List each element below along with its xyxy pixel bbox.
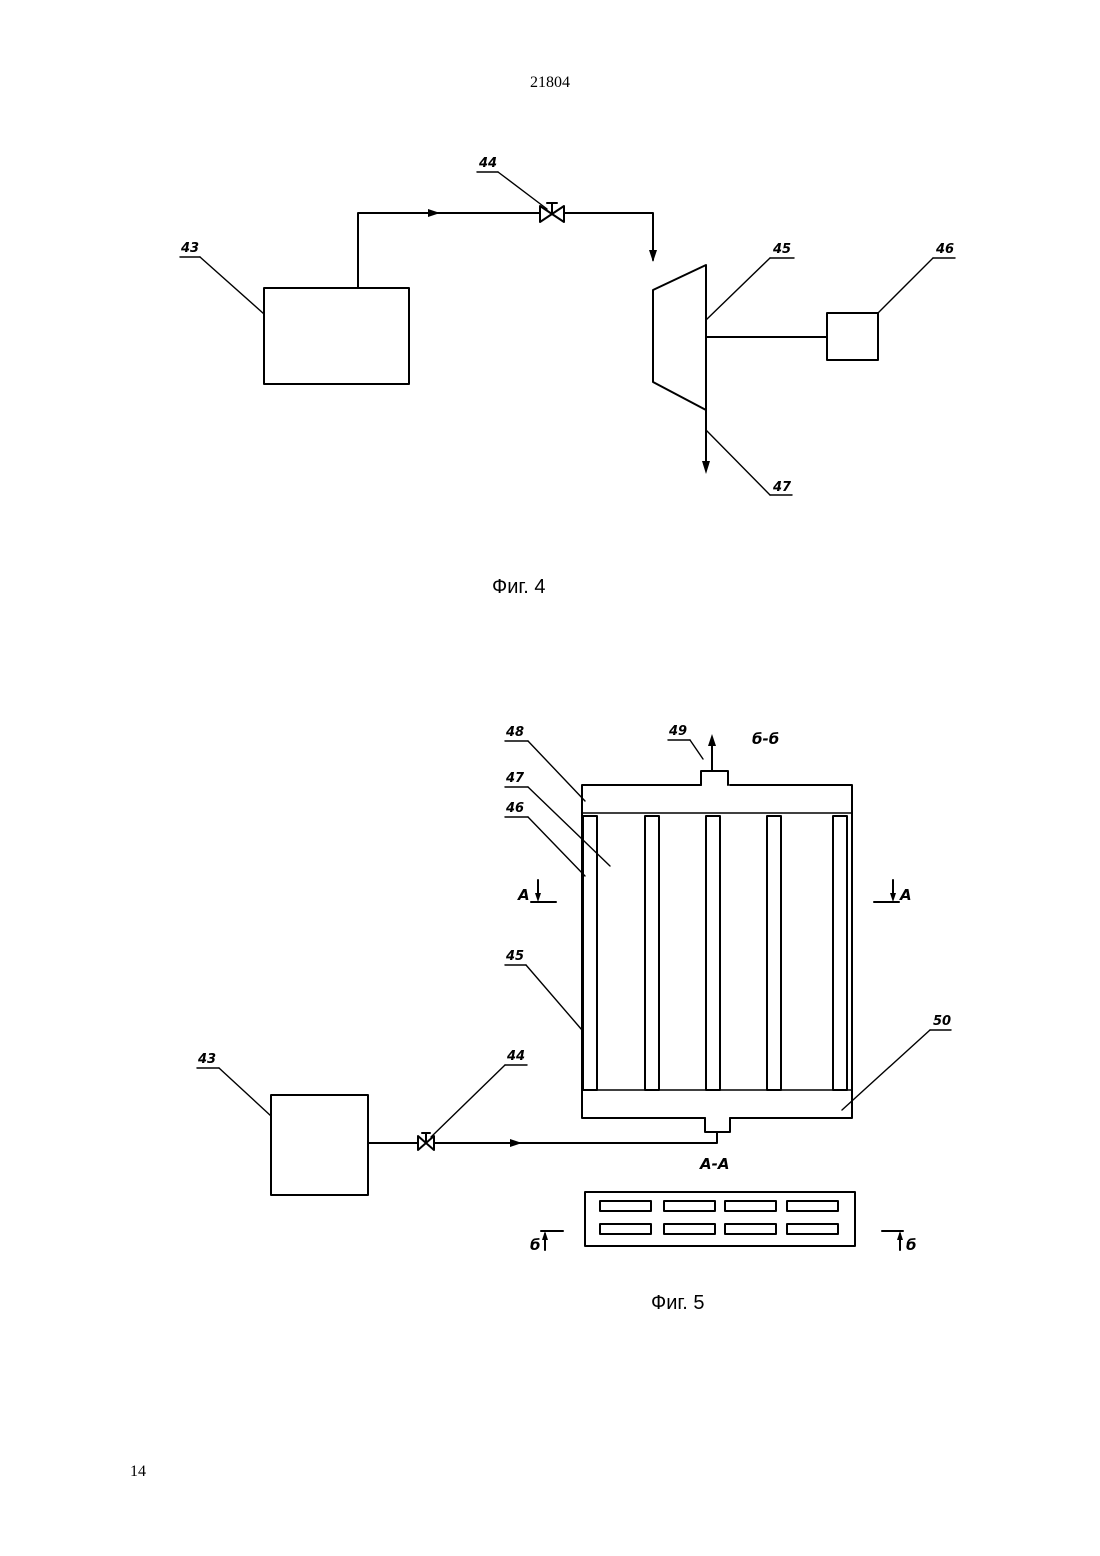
fig4-label-44: 44 bbox=[478, 156, 497, 171]
fig5-leader-49 bbox=[690, 740, 703, 759]
fig5-leader-48 bbox=[528, 741, 585, 801]
fig4-label-43: 43 bbox=[180, 241, 199, 256]
fig5-source-box bbox=[271, 1095, 368, 1195]
fig4-flow-arrow-3 bbox=[702, 461, 710, 474]
fig5-leader-43 bbox=[219, 1068, 271, 1116]
fig5-top-nozzle bbox=[701, 771, 728, 785]
fig5-label-a-left: А bbox=[517, 886, 530, 904]
fig5-tube-3 bbox=[706, 816, 720, 1090]
fig5-leader-46 bbox=[528, 817, 585, 876]
fig4-leader-44 bbox=[498, 172, 547, 209]
fig5-vessel-left bbox=[582, 785, 705, 1118]
fig5-section-aa-title: А-А bbox=[699, 1155, 729, 1173]
figure-4-caption: Фиг. 4 bbox=[492, 576, 545, 598]
fig5-label-43: 43 bbox=[197, 1052, 216, 1067]
figure-5-caption: Фиг. 5 bbox=[651, 1292, 704, 1314]
fig5-outlet-arrow bbox=[708, 734, 716, 746]
figure-5: А А А-А б б б-б 48 bbox=[197, 724, 951, 1314]
fig5-tube-4 bbox=[767, 816, 781, 1090]
fig4-generator-46 bbox=[827, 313, 878, 360]
fig4-flow-arrow-1 bbox=[428, 209, 440, 217]
fig5-leader-44 bbox=[431, 1065, 505, 1137]
figure-4: 43 44 45 46 47 Фиг. 4 bbox=[180, 156, 955, 598]
fig4-leader-45 bbox=[706, 258, 770, 320]
fig4-leader-47 bbox=[706, 430, 770, 495]
fig5-label-47: 47 bbox=[505, 771, 525, 786]
fig4-leader-43 bbox=[200, 257, 264, 314]
fig5-tube-2 bbox=[645, 816, 659, 1090]
fig5-leader-45 bbox=[526, 965, 582, 1030]
fig4-flow-arrow-2 bbox=[649, 250, 657, 262]
fig4-label-45: 45 bbox=[772, 242, 791, 257]
fig5-section-aa-slots bbox=[600, 1201, 838, 1234]
fig4-pipe-inlet bbox=[358, 213, 540, 288]
fig5-label-45: 45 bbox=[505, 949, 524, 964]
fig5-label-44: 44 bbox=[506, 1049, 525, 1064]
fig5-bottom-nozzle bbox=[705, 1118, 730, 1132]
fig5-label-49: 49 bbox=[668, 724, 687, 739]
fig5-tube-5 bbox=[833, 816, 847, 1090]
fig5-label-a-right: А bbox=[899, 886, 912, 904]
fig5-leader-50 bbox=[842, 1030, 930, 1110]
fig4-label-47: 47 bbox=[772, 480, 792, 495]
fig4-source-box bbox=[264, 288, 409, 384]
fig5-section-bb-title: б-б bbox=[752, 730, 779, 748]
fig5-pipe-b bbox=[434, 1132, 717, 1143]
fig5-tube-1 bbox=[583, 816, 597, 1090]
fig4-leader-46 bbox=[878, 258, 933, 313]
fig5-label-46: 46 bbox=[505, 801, 524, 816]
page-number-bottom: 14 bbox=[130, 1463, 146, 1481]
fig4-pipe-to-turbine bbox=[564, 213, 653, 260]
fig5-label-b-left: б bbox=[530, 1236, 540, 1254]
fig5-label-50: 50 bbox=[933, 1014, 951, 1029]
fig5-label-48: 48 bbox=[505, 725, 524, 740]
fig5-flow-arrow bbox=[510, 1139, 522, 1147]
fig4-label-46: 46 bbox=[935, 242, 954, 257]
fig5-label-b-right: б bbox=[906, 1236, 916, 1254]
fig4-turbine-45 bbox=[653, 265, 706, 410]
